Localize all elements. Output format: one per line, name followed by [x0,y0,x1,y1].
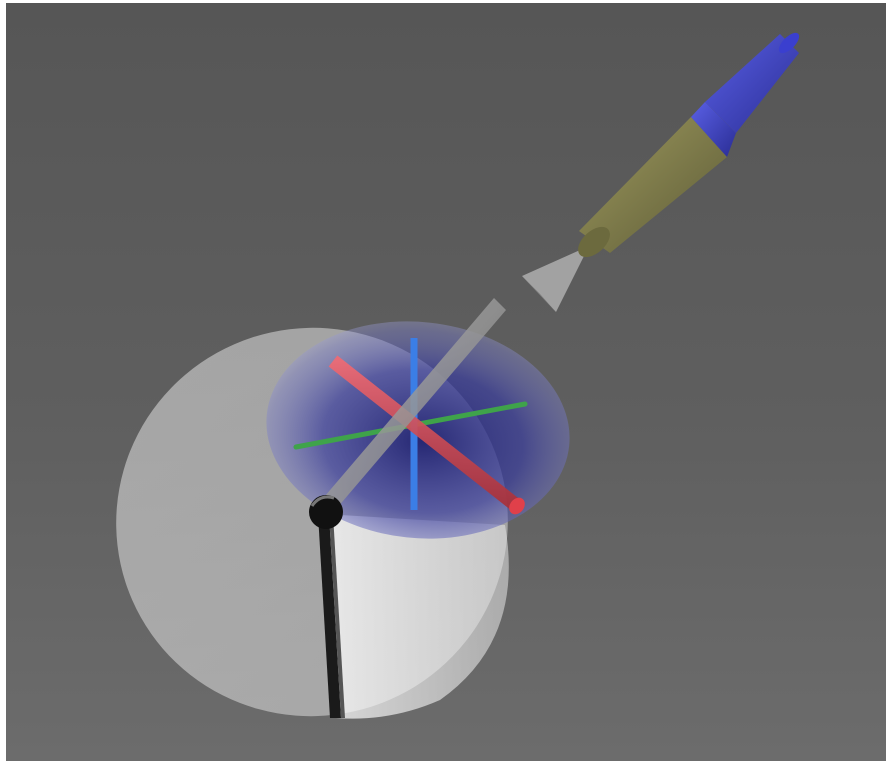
xyz-axes-icon [293,338,528,515]
direction-arrow-icon[interactable] [319,246,589,515]
sensor-neck [691,102,736,157]
arrow-head [522,246,589,312]
stem-shaft [318,514,341,718]
axis-x [328,355,522,512]
sensor-tip [705,34,799,133]
arrow-shaft [319,298,506,515]
sensor-body [579,117,727,253]
arrow-head-shadow [522,276,556,312]
sensor-model[interactable] [573,30,803,263]
sensor-body-base [578,226,610,258]
pivot-ball [309,495,343,529]
pivot-stem[interactable] [318,514,345,718]
pivot-joint-icon[interactable] [309,495,343,529]
cone-wedge [324,514,509,719]
sensor-tip-cap [778,32,800,54]
axis-x-cap [509,497,525,515]
pivot-highlight [310,495,335,507]
stem-highlight [329,514,345,718]
